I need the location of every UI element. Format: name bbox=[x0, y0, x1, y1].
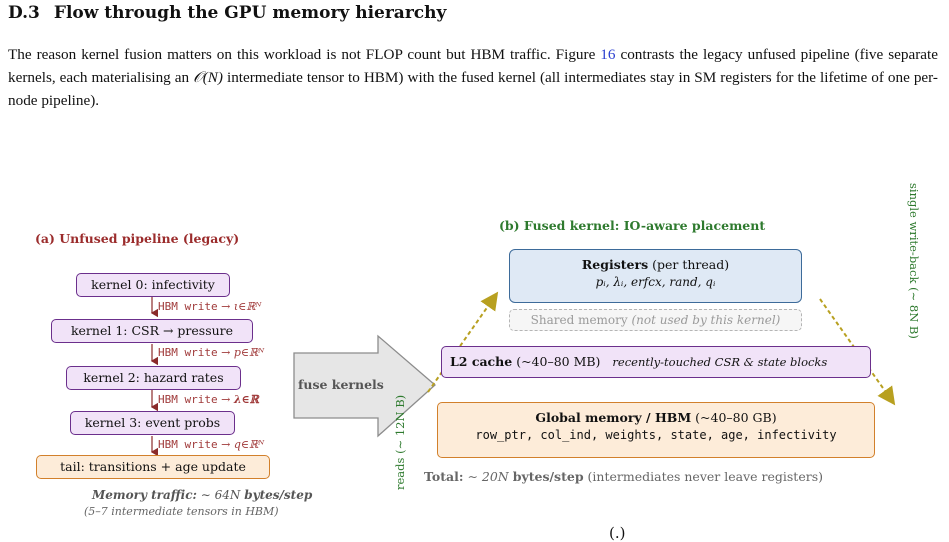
kernel-3-box: kernel 3: event probs bbox=[70, 411, 235, 435]
section-title: Flow through the GPU memory hierarchy bbox=[53, 3, 447, 23]
reads-arrow bbox=[427, 291, 499, 393]
shared-memory-box: Shared memory (not used by this kernel) bbox=[509, 309, 802, 331]
panel-b-title: (b) Fused kernel: IO-aware placement bbox=[499, 218, 766, 233]
writeback-label: single write-back (∼ 8N B) bbox=[907, 183, 921, 339]
big-o-math: 𝒪(N) bbox=[193, 69, 223, 86]
reads-label: reads (∼ 12N B) bbox=[393, 394, 407, 490]
global-memory-header: Global memory / HBM (~40–80 GB) bbox=[535, 410, 777, 425]
kernel-2-box: kernel 2: hazard rates bbox=[66, 366, 241, 390]
l2-cache-box: L2 cache (~40–80 MB) recently-touched CS… bbox=[441, 346, 871, 378]
registers-header: Registers (per thread) bbox=[581, 257, 730, 272]
hbm-write-label-2: HBM write → λ∈ℝ bbox=[158, 393, 259, 406]
panel-a-title: (a) Unfused pipeline (legacy) bbox=[35, 231, 240, 246]
registers-items: pᵢ, λᵢ, erfcx, rand, qᵢ bbox=[595, 275, 716, 289]
registers-box: Registers (per thread) pᵢ, λᵢ, erfcx, ra… bbox=[509, 249, 802, 303]
figure-reference-link[interactable]: 16 bbox=[600, 46, 616, 63]
hbm-write-label-1: HBM write → p∈ℝᴺ bbox=[158, 346, 265, 359]
hbm-write-label-3: HBM write → q∈ℝᴺ bbox=[158, 438, 265, 451]
memory-traffic: Memory traffic: ∼ 64N bytes/step bbox=[92, 488, 313, 502]
hbm-write-label-0: HBM write → ι∈ℝᴺ bbox=[158, 300, 262, 313]
paragraph-text: intermediate tensor to HBM) with the fus… bbox=[8, 69, 938, 109]
paragraph-text: The reason kernel fusion matters on this… bbox=[8, 46, 601, 63]
body-paragraph: The reason kernel fusion matters on this… bbox=[8, 43, 938, 112]
total-traffic: Total: ∼ 20N bytes/step (intermediates n… bbox=[424, 469, 823, 484]
paragraph-text: contrasts the legacy unfused pipeline (f… bbox=[8, 46, 938, 86]
kernel-1-box: kernel 1: CSR → pressure bbox=[51, 319, 253, 343]
kernel-0-box: kernel 0: infectivity bbox=[76, 273, 230, 297]
global-memory-items: row_ptr, col_ind, weights, state, age, i… bbox=[475, 428, 837, 442]
tail-box: tail: transitions + age update bbox=[36, 455, 270, 479]
memory-traffic-note: (5–7 intermediate tensors in HBM) bbox=[84, 505, 279, 518]
caption-fragment: (.) bbox=[609, 524, 626, 542]
global-memory-box: Global memory / HBM (~40–80 GB) row_ptr,… bbox=[437, 402, 875, 458]
fuse-kernels-arrow bbox=[293, 334, 436, 438]
writeback-arrow bbox=[819, 298, 896, 406]
section-number: D.3 bbox=[8, 3, 40, 23]
section-heading: D.3 Flow through the GPU memory hierarchy bbox=[8, 3, 446, 23]
fuse-kernels-label: fuse kernels bbox=[298, 377, 384, 392]
